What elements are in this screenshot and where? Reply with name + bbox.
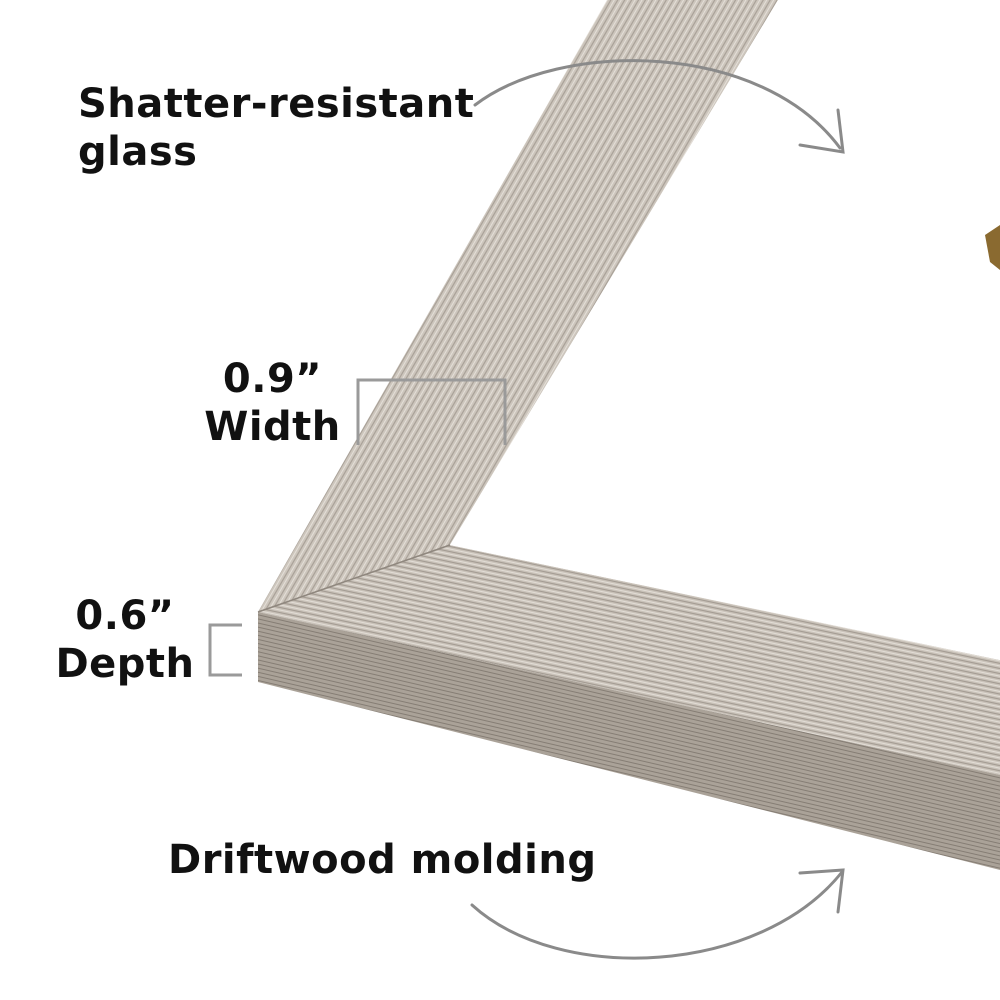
width-label: Width [204,404,341,450]
depth-bracket [208,623,242,677]
frame-bottom-rail [258,545,1000,775]
molding-callout: Driftwood molding [168,837,597,883]
width-value: 0.9” [222,356,323,402]
depth-value: 0.6” [75,593,175,639]
curved-arrow-icon [473,59,845,154]
frame-left-rail [258,0,778,612]
depth-callout: 0.6” Depth [50,592,200,688]
glass-callout-line1: Shatter-resistant [78,81,475,127]
glass-callout: Shatter-resistant glass [78,80,474,176]
width-callout: 0.9” Width [190,355,355,451]
depth-label: Depth [55,641,195,687]
width-bracket [356,378,507,445]
glass-callout-line2: glass [78,129,198,175]
frame-depth-side [258,612,1000,870]
curved-arrow-icon [470,868,845,960]
photo-corner [985,225,1000,270]
